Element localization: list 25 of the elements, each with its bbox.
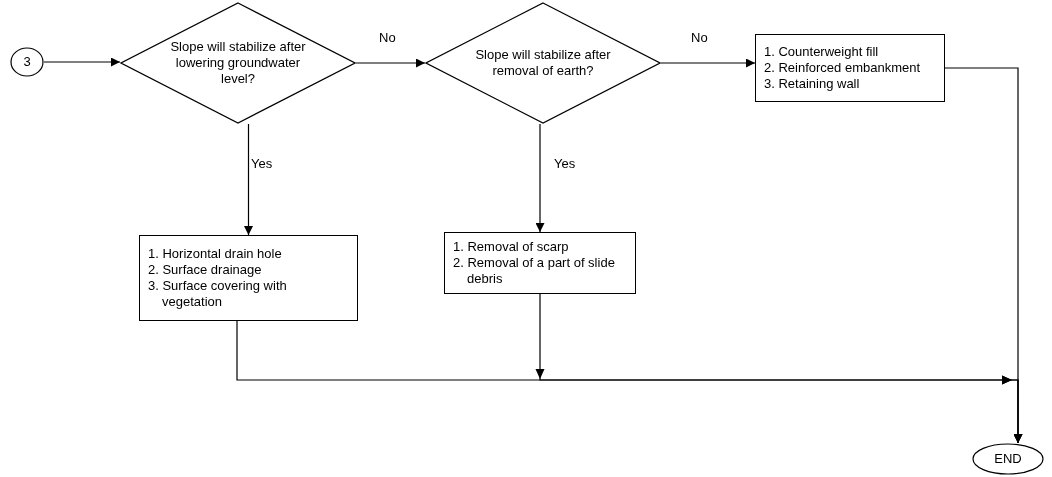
node-label: 3 [23, 54, 31, 70]
terminal-ellipse [972, 443, 1044, 475]
list-item: 1. Horizontal drain hole [148, 246, 282, 262]
node-label: END [994, 451, 1022, 467]
arrow [660, 58, 756, 68]
connector-circle [10, 47, 44, 77]
process-box [444, 232, 636, 294]
list-item: 3. Retaining wall [764, 76, 860, 92]
list-item: 2. Removal of a part of slide debris [453, 255, 616, 287]
process-box [755, 34, 945, 102]
decision-diamond [425, 2, 661, 124]
decision-diamond [120, 2, 356, 124]
list-item: 2. Surface drainage [148, 262, 262, 278]
arrow [244, 123, 253, 236]
arrow [43, 57, 121, 67]
arrow [355, 58, 426, 68]
arrow [535, 123, 545, 233]
list-item: 1. Removal of scarp [453, 239, 569, 255]
process-box [139, 235, 358, 321]
list-item: 2. Reinforced embankment [764, 60, 921, 76]
arrow [944, 67, 1023, 444]
list-item: 1. Counterweight fill [764, 44, 879, 60]
node-label: Slope will stabilize after lowering groundwater level? [169, 39, 307, 87]
node-label: Slope will stabilize after removal of earth? [474, 47, 612, 79]
list-item: 3. Surface covering with vegetation [148, 278, 288, 310]
